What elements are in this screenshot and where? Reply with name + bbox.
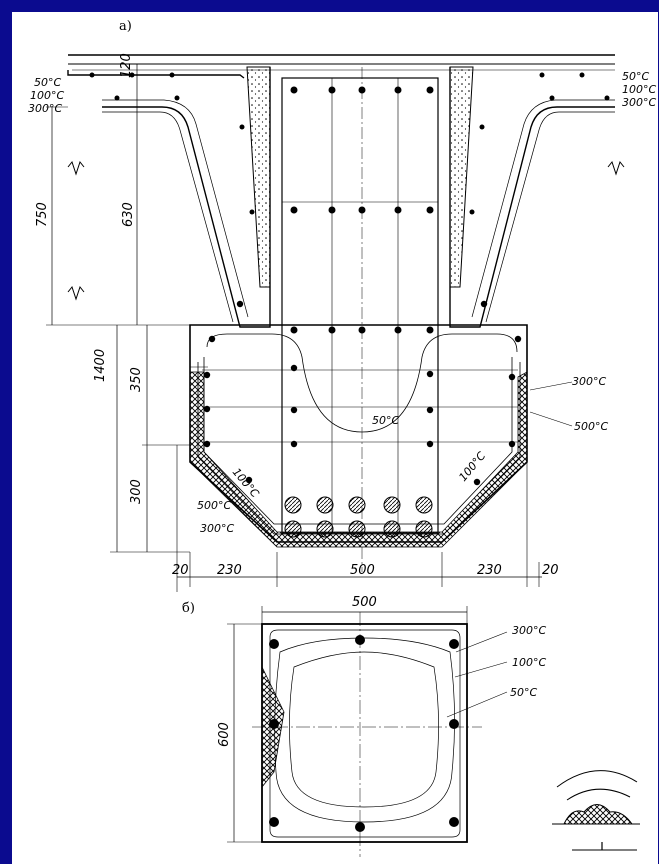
panel-a-section (46, 54, 625, 592)
dim-300: 300 (129, 479, 144, 504)
break-mark-right (607, 160, 625, 176)
temp-right-50: 50°C (622, 70, 649, 83)
temp-side-300: 300°C (572, 375, 606, 388)
dim-350: 350 (129, 367, 144, 392)
panel-b-label: б) (182, 601, 195, 616)
dim-20-right: 20 (542, 563, 559, 578)
dim-20-left: 20 (172, 563, 189, 578)
isotherm-50-b (289, 651, 439, 808)
break-mark-left (67, 160, 85, 176)
right-haunch (449, 67, 615, 328)
temp-bottom-300: 300°C (200, 522, 234, 535)
dim-column-width: 500 (352, 595, 377, 610)
isotherm-300-b (269, 629, 461, 838)
dim-1400: 1400 (93, 349, 108, 382)
spalling-sketch (552, 770, 640, 851)
column-rebars (269, 635, 459, 832)
panel-a-label: а) (119, 19, 132, 34)
drawing-sheet: а) (12, 12, 658, 864)
temp-right-300: 300°C (622, 96, 656, 109)
distribution-bars (89, 72, 610, 486)
technical-drawing: а) (28, 19, 656, 857)
dim-630: 630 (121, 202, 136, 227)
isotherm-100-b (274, 637, 455, 823)
isotherm-50 (206, 333, 518, 433)
right-grout-pocket (449, 66, 474, 288)
dim-500: 500 (350, 563, 375, 578)
temp-b-100: 100°C (512, 656, 546, 669)
temp-b-50: 50°C (510, 686, 537, 699)
dim-230-right: 230 (477, 563, 502, 578)
temp-left-100: 100°C (30, 89, 64, 102)
temp-bottom-500: 500°C (197, 499, 231, 512)
tension-rebars (284, 496, 433, 538)
left-grout-pocket (246, 66, 271, 288)
dim-230-left: 230 (217, 563, 242, 578)
inner-column (281, 77, 439, 534)
panel-b-section (227, 606, 508, 857)
dim-120: 120 (119, 53, 134, 78)
temp-right-100: 100°C (622, 83, 656, 96)
temp-left-300: 300°C (28, 102, 62, 115)
dim-750: 750 (35, 202, 50, 227)
left-haunch (102, 67, 271, 328)
temp-mid-100-right: 100°C (456, 449, 488, 484)
temp-left-50: 50°C (34, 76, 61, 89)
dim-column-height: 600 (217, 722, 232, 747)
column-outline (261, 623, 468, 843)
temp-side-500: 500°C (574, 420, 608, 433)
temp-mid-50: 50°C (372, 414, 399, 427)
temp-b-300: 300°C (512, 624, 546, 637)
